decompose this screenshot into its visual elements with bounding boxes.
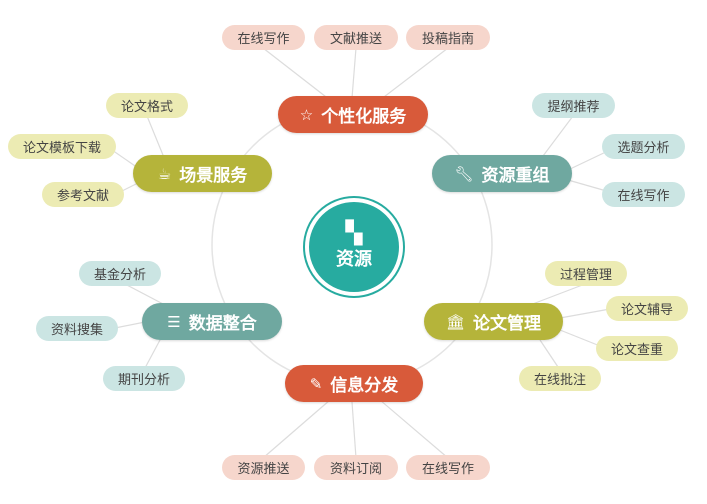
leaf-item[interactable]: 资料订阅 bbox=[314, 455, 398, 480]
wrench-icon: 🔧︎ bbox=[454, 164, 474, 183]
leaf-item[interactable]: 在线写作 bbox=[222, 25, 305, 50]
node-scene-service[interactable]: ☕︎ 场景服务 bbox=[133, 155, 272, 192]
leaf-item[interactable]: 参考文献 bbox=[42, 182, 124, 207]
leaf-item[interactable]: 论文格式 bbox=[106, 93, 188, 118]
node-label: 资源重组 bbox=[481, 166, 550, 186]
leaf-item[interactable]: 论文查重 bbox=[596, 336, 678, 361]
node-info-distribution[interactable]: ✎ 信息分发 bbox=[285, 365, 423, 402]
leaf-item[interactable]: 在线写作 bbox=[406, 455, 490, 480]
leaf-item[interactable]: 论文模板下载 bbox=[8, 134, 116, 159]
node-personal-service[interactable]: ☆ 个性化服务 bbox=[278, 96, 428, 133]
leaf-item[interactable]: 基金分析 bbox=[79, 261, 161, 286]
node-label: 个性化服务 bbox=[321, 107, 407, 127]
center-node[interactable]: ▚ 资源 bbox=[305, 198, 403, 296]
stars-icon: ☆ bbox=[299, 105, 314, 124]
leaf-item[interactable]: 选题分析 bbox=[602, 134, 685, 159]
leaf-item[interactable]: 过程管理 bbox=[545, 261, 627, 286]
apps-icon: ▚ bbox=[345, 221, 363, 246]
center-label: 资源 bbox=[336, 249, 372, 270]
leaf-item[interactable]: 文献推送 bbox=[314, 25, 398, 50]
node-resource-reorg[interactable]: 🔧︎ 资源重组 bbox=[432, 155, 572, 192]
leaf-item[interactable]: 投稿指南 bbox=[406, 25, 490, 50]
leaf-item[interactable]: 期刊分析 bbox=[103, 366, 185, 391]
coffee-icon: ☕︎ bbox=[157, 164, 172, 183]
leaf-item[interactable]: 在线写作 bbox=[602, 182, 685, 207]
leaf-item[interactable]: 论文辅导 bbox=[606, 296, 688, 321]
database-icon: ☰ bbox=[167, 312, 181, 331]
node-data-integration[interactable]: ☰ 数据整合 bbox=[142, 303, 282, 340]
node-label: 论文管理 bbox=[473, 314, 542, 334]
pencil-icon: ✎ bbox=[309, 374, 323, 393]
leaf-item[interactable]: 资料搜集 bbox=[36, 316, 118, 341]
bank-icon: 🏛︎ bbox=[445, 312, 466, 331]
leaf-item[interactable]: 在线批注 bbox=[519, 366, 601, 391]
leaf-item[interactable]: 提纲推荐 bbox=[532, 93, 615, 118]
node-paper-management[interactable]: 🏛︎ 论文管理 bbox=[424, 303, 563, 340]
leaf-item[interactable]: 资源推送 bbox=[222, 455, 305, 480]
node-label: 场景服务 bbox=[179, 166, 248, 186]
node-label: 信息分发 bbox=[330, 376, 399, 396]
node-label: 数据整合 bbox=[188, 314, 257, 334]
